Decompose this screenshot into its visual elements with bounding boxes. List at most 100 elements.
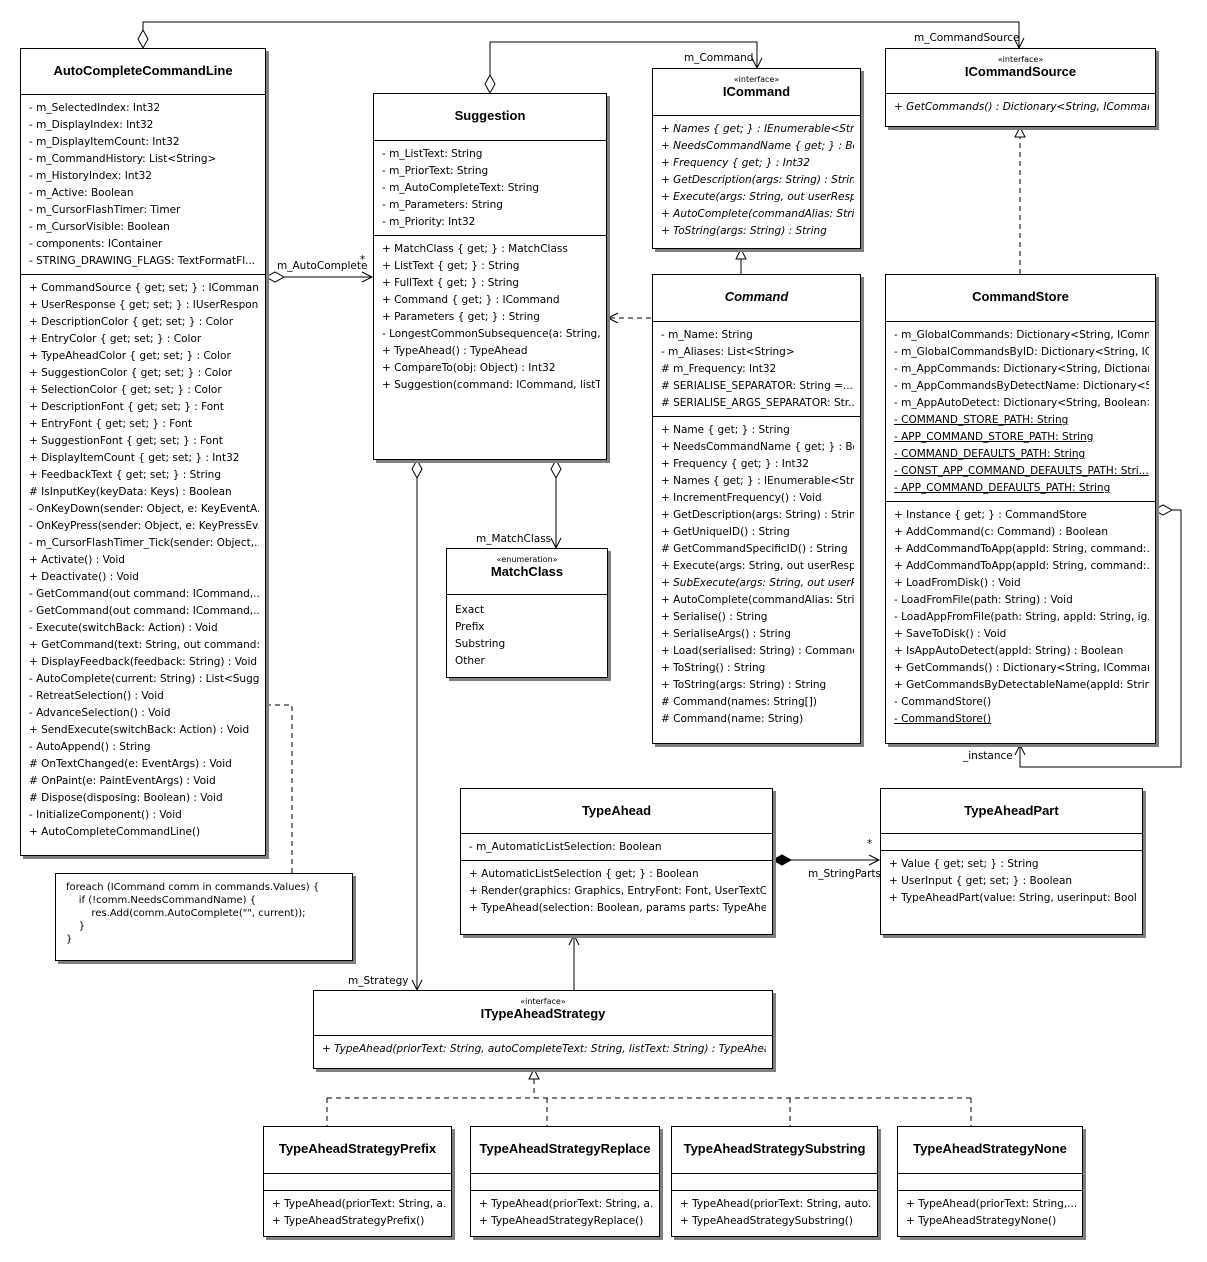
label-m-autocomplete: m_AutoComplete	[277, 260, 368, 272]
operations-section: + Name { get; } : String+ NeedsCommandNa…	[653, 416, 860, 732]
class-suggestion[interactable]: Suggestion - m_ListText: String- m_Prior…	[373, 93, 607, 460]
class-typeahead[interactable]: TypeAhead - m_AutomaticListSelection: Bo…	[460, 788, 773, 935]
operation: + Serialise() : String	[661, 611, 768, 623]
operation: - LoadFromFile(path: String) : Void	[894, 594, 1073, 606]
class-autocompletecommandline[interactable]: AutoCompleteCommandLine - m_SelectedInde…	[20, 48, 266, 856]
operation: + Activate() : Void	[29, 554, 125, 566]
arrow-head	[606, 312, 619, 324]
operation: # OnPaint(e: PaintEventArgs) : Void	[29, 775, 216, 787]
operation: + Execute(args: String, out userResp...	[661, 191, 854, 203]
class-typeaheadstrategynone[interactable]: TypeAheadStrategyNone + TypeAhead(priorT…	[897, 1126, 1083, 1237]
stereotype: «enumeration»	[496, 555, 558, 564]
attribute: - components: IContainer	[29, 238, 163, 250]
edge-instance	[1019, 509, 1182, 768]
operation: + ListText { get; } : String	[382, 260, 520, 272]
class-typeaheadpart[interactable]: TypeAheadPart + Value { get; set; } : St…	[880, 788, 1143, 935]
class-name: TypeAheadStrategySubstring	[683, 1141, 866, 1156]
operation: - GetCommand(out command: ICommand,...	[29, 605, 259, 617]
class-header: TypeAheadStrategySubstring	[672, 1127, 877, 1173]
realization-triangle	[735, 247, 747, 260]
operation: + DescriptionFont { get; set; } : Font	[29, 401, 224, 413]
operation: + EntryFont { get; set; } : Font	[29, 418, 193, 430]
class-header: «enumeration» MatchClass	[447, 549, 607, 594]
class-name: TypeAhead	[581, 803, 652, 818]
operation: + CommandSource { get; set; } : ICommand…	[29, 282, 259, 294]
class-command[interactable]: Command - m_Name: String- m_Aliases: Lis…	[652, 274, 861, 744]
interface-icommandsource[interactable]: «interface» ICommandSource + GetCommands…	[885, 48, 1156, 127]
operation: + Execute(args: String, out userResp...	[661, 560, 854, 572]
operation: - OnKeyPress(sender: Object, e: KeyPress…	[29, 520, 259, 532]
attribute: - m_AppCommandsByDetectName: Dictionary<…	[894, 380, 1149, 392]
edge-command-source	[142, 21, 1020, 48]
class-name: Command	[724, 289, 789, 304]
operation: # Command(name: String)	[661, 713, 804, 725]
aggregation-diamond	[137, 28, 149, 50]
attribute: - m_Aliases: List<String>	[661, 346, 795, 358]
operation: + Value { get; set; } : String	[889, 858, 1039, 870]
class-header: TypeAheadStrategyPrefix	[264, 1127, 451, 1173]
operation: + AutoComplete(commandAlias: Strin...	[661, 208, 854, 220]
class-name: Suggestion	[454, 108, 526, 123]
attribute: - CONST_APP_COMMAND_DEFAULTS_PATH: Stri.…	[894, 465, 1149, 477]
attributes-section	[881, 833, 1142, 850]
class-header: AutoCompleteCommandLine	[21, 49, 265, 94]
operation: + FullText { get; } : String	[382, 277, 520, 289]
operation: + SubExecute(args: String, out userR...	[661, 577, 854, 589]
operation: - GetCommand(out command: ICommand,...	[29, 588, 259, 600]
operations-section: + TypeAhead(priorText: String, a...+ Typ…	[264, 1190, 451, 1234]
class-typeaheadstrategysubstring[interactable]: TypeAheadStrategySubstring + TypeAhead(p…	[671, 1126, 878, 1237]
attributes-section	[672, 1173, 877, 1190]
attribute: # SERIALISE_SEPARATOR: String =...	[661, 380, 853, 392]
attribute: - m_Priority: Int32	[382, 216, 476, 228]
attribute: - m_DisplayIndex: Int32	[29, 119, 154, 131]
operation: + AutomaticListSelection { get; } : Bool…	[469, 868, 699, 880]
operations-section: + AutomaticListSelection { get; } : Bool…	[461, 860, 772, 921]
operations-section: + Instance { get; } : CommandStore+ AddC…	[886, 501, 1155, 732]
class-name: ICommandSource	[964, 64, 1077, 79]
aggregation-diamond	[411, 458, 423, 480]
operation: + UserInput { get; set; } : Boolean	[889, 875, 1073, 887]
attributes-section: - m_Name: String- m_Aliases: List<String…	[653, 321, 860, 416]
attribute: - m_PriorText: String	[382, 165, 489, 177]
edge-m-command	[489, 41, 758, 75]
attribute: - m_CursorVisible: Boolean	[29, 221, 170, 233]
operation: # IsInputKey(keyData: Keys) : Boolean	[29, 486, 232, 498]
class-name: TypeAheadStrategyReplace	[479, 1141, 651, 1156]
operation: + LoadFromDisk() : Void	[894, 577, 1021, 589]
class-header: TypeAheadStrategyNone	[898, 1127, 1082, 1173]
operation: + SelectionColor { get; set; } : Color	[29, 384, 222, 396]
operation: + SaveToDisk() : Void	[894, 628, 1007, 640]
attributes-section: - m_AutomaticListSelection: Boolean	[461, 833, 772, 860]
operation: + Frequency { get; } : Int32	[661, 157, 810, 169]
interface-itypeaheadstrategy[interactable]: «interface» ITypeAheadStrategy + TypeAhe…	[313, 990, 773, 1069]
operation: - LoadAppFromFile(path: String, appId: S…	[894, 611, 1149, 623]
stereotype: «interface»	[997, 55, 1044, 64]
operation: + DescriptionColor { get; set; } : Color	[29, 316, 234, 328]
attribute: - APP_COMMAND_DEFAULTS_PATH: String	[894, 482, 1111, 494]
operation: + SendExecute(switchBack: Action) : Void	[29, 724, 250, 736]
interface-icommand[interactable]: «interface» ICommand + Names { get; } : …	[652, 68, 861, 249]
operation: - InitializeComponent() : Void	[29, 809, 182, 821]
operation: + AutoComplete(commandAlias: Strin...	[661, 594, 854, 606]
operation: # Command(names: String[])	[661, 696, 817, 708]
operation: + Render(graphics: Graphics, EntryFont: …	[469, 885, 766, 897]
operation: + TypeAheadStrategyPrefix()	[272, 1215, 425, 1227]
operation: + ToString() : String	[661, 662, 766, 674]
class-typeaheadstrategyreplace[interactable]: TypeAheadStrategyReplace + TypeAhead(pri…	[470, 1126, 660, 1237]
operation: + NeedsCommandName { get; } : Bo...	[661, 441, 854, 453]
operation: + GetCommand(text: String, out command:.…	[29, 639, 259, 651]
operation: + GetDescription(args: String) : String	[661, 174, 854, 186]
class-header: «interface» ICommand	[653, 69, 860, 115]
operation: + TypeAheadStrategyNone()	[906, 1215, 1057, 1227]
class-typeaheadstrategyprefix[interactable]: TypeAheadStrategyPrefix + TypeAhead(prio…	[263, 1126, 452, 1237]
operations-section: + CommandSource { get; set; } : ICommand…	[21, 274, 265, 845]
operation: + Suggestion(command: ICommand, listT...	[382, 379, 600, 391]
class-name: ITypeAheadStrategy	[480, 1006, 606, 1021]
class-commandstore[interactable]: CommandStore - m_GlobalCommands: Diction…	[885, 274, 1156, 744]
attribute: - APP_COMMAND_STORE_PATH: String	[894, 431, 1094, 443]
label-m-stringparts: m_StringParts	[808, 868, 882, 880]
enum-literal: Prefix	[455, 621, 485, 633]
operation: + AddCommandToApp(appId: String, command…	[894, 560, 1149, 572]
